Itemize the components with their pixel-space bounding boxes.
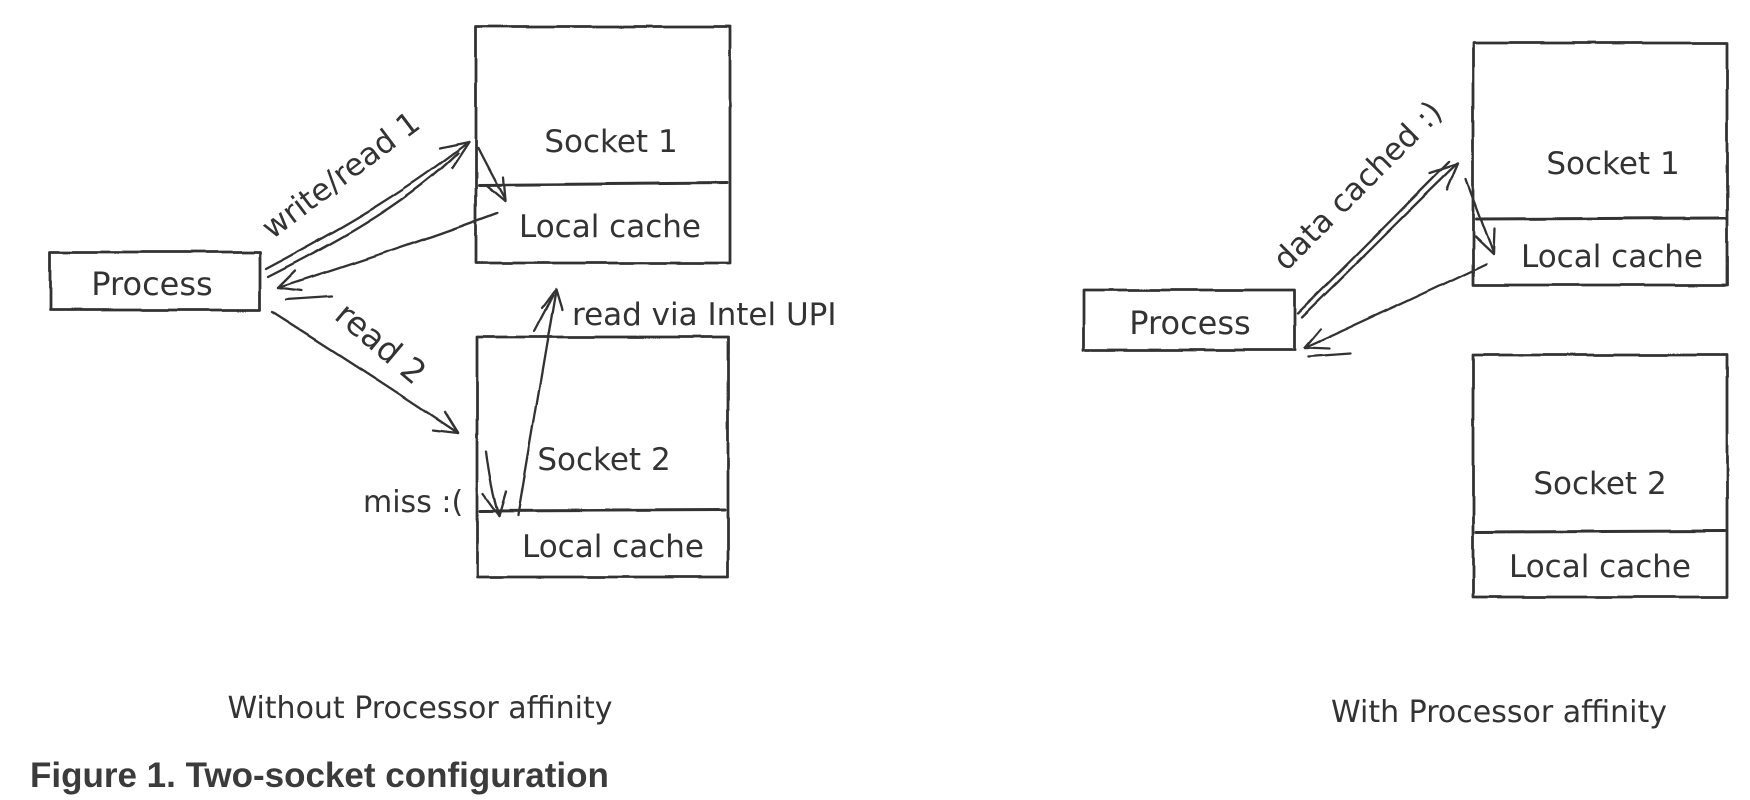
- left-diagram: Process Socket 1 Local cache Socket 2 Lo…: [48, 25, 836, 726]
- label-write-read-1: write/read 1: [255, 105, 427, 247]
- left-socket1-box: [474, 25, 732, 265]
- right-socket2-cache-label: Local cache: [1509, 549, 1691, 585]
- arrow-right-cache-to-process: [1303, 262, 1488, 359]
- arrow-read-2: [270, 310, 460, 435]
- label-read-2: read 2: [328, 294, 434, 392]
- label-read-via-upi: read via Intel UPI: [572, 297, 836, 333]
- left-socket1-title: Socket 1: [544, 124, 677, 160]
- right-socket2-cache-divider: [1474, 529, 1727, 534]
- left-socket1-cache-divider: [477, 181, 729, 187]
- right-socket1-box: [1471, 41, 1729, 287]
- arrow-cache-to-process: [276, 211, 499, 302]
- right-socket1-title: Socket 1: [1546, 146, 1679, 182]
- left-process-label: Process: [91, 265, 212, 303]
- arrow-read-via-upi: [516, 287, 564, 517]
- arrow-write-read-1: [264, 140, 471, 279]
- arrow-right-socket1-to-cache: [1464, 178, 1496, 256]
- right-panel-caption: With Processor affinity: [1331, 695, 1667, 730]
- left-socket1-cache-label: Local cache: [519, 209, 701, 245]
- right-process-box: [1081, 288, 1297, 352]
- right-process-label: Process: [1129, 304, 1250, 342]
- left-socket2-cache-divider: [478, 508, 727, 513]
- left-socket2-box: [475, 335, 730, 579]
- right-socket1-cache-divider: [1474, 216, 1727, 221]
- left-process-box: [48, 250, 262, 312]
- arrow-data-cached: [1296, 160, 1460, 319]
- arrow-socket1-to-cache: [476, 146, 507, 203]
- right-diagram-shapes: [1081, 41, 1729, 599]
- label-data-cached: data cached :): [1266, 94, 1450, 278]
- label-miss: miss :(: [363, 485, 463, 520]
- left-socket2-title: Socket 2: [537, 442, 670, 478]
- right-socket1-cache-label: Local cache: [1521, 239, 1703, 275]
- left-socket2-cache-label: Local cache: [522, 529, 704, 565]
- left-panel-caption: Without Processor affinity: [227, 691, 612, 726]
- right-socket2-box: [1471, 353, 1729, 599]
- right-socket2-title: Socket 2: [1533, 466, 1666, 502]
- arrow-miss-to-cache: [481, 450, 508, 518]
- left-diagram-shapes: [48, 25, 732, 579]
- figure-caption: Figure 1. Two-socket configuration: [30, 756, 609, 795]
- right-diagram: Process Socket 1 Local cache Socket 2 Lo…: [1081, 41, 1729, 730]
